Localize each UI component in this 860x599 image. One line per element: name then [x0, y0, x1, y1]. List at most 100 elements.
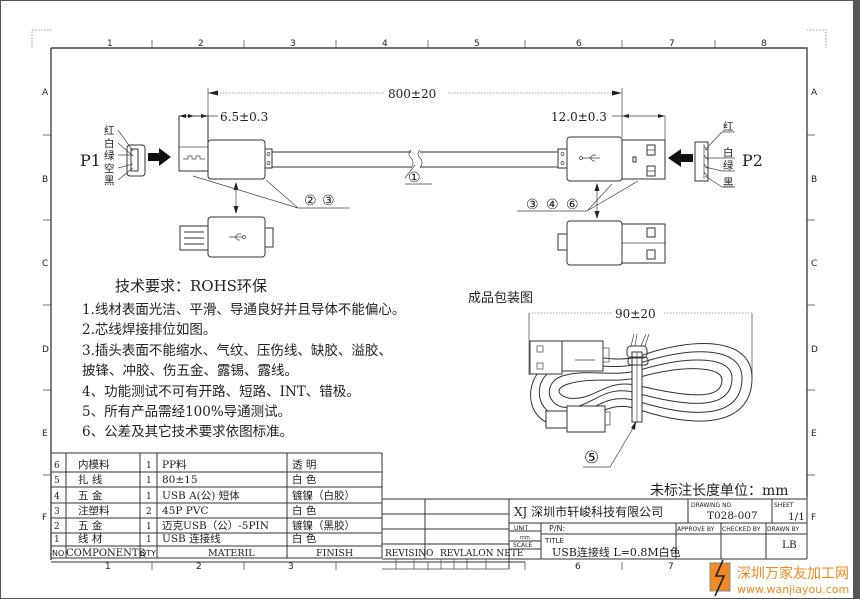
svg-text:黑: 黑: [723, 177, 734, 189]
micro-usb-plug-top-view: [179, 216, 274, 258]
svg-text:C: C: [42, 259, 48, 269]
bom-no: 2: [54, 522, 60, 532]
bom-no: 3: [54, 507, 60, 517]
svg-text:800±20: 800±20: [388, 87, 436, 101]
bom-finish: 白 色: [292, 532, 317, 545]
drawing-title: USB连接线 L=0.8M白色: [552, 545, 681, 559]
svg-text:TITLE: TITLE: [544, 537, 564, 545]
svg-text:8: 8: [761, 39, 767, 49]
svg-text:技术要求：ROHS环保: 技术要求：ROHS环保: [115, 277, 267, 295]
unit-note: 未标注长度单位：mm: [650, 483, 789, 499]
watermark-logo: 深圳万家友加工网 www.wanjiayou.com: [709, 559, 849, 597]
svg-text:D: D: [811, 345, 818, 355]
bom-component: 内模料: [78, 458, 110, 471]
bom-component: 注塑料: [78, 504, 110, 517]
svg-text:6、公差及其它技术要求依图标准。: 6、公差及其它技术要求依图标准。: [82, 423, 293, 440]
bom-qty: 1: [146, 522, 152, 532]
bom-qty: 1: [146, 476, 152, 486]
svg-text:A: A: [811, 88, 818, 98]
bom-header: NO COMPONENTS QTY MATERIL FINISH: [52, 548, 353, 559]
svg-text:③: ③: [526, 197, 539, 213]
viewer-scrollbar[interactable]: [853, 0, 860, 599]
usb-a-plug-balloons: ③ ④ ⑥: [517, 180, 639, 213]
svg-text:B: B: [42, 175, 48, 185]
svg-text:绿: 绿: [723, 159, 734, 172]
svg-text:F: F: [811, 513, 816, 523]
package-title: 成品包装图: [468, 291, 533, 306]
micro-end-dimension: 6.5±0.3: [179, 110, 268, 124]
svg-text:E: E: [811, 429, 817, 439]
svg-text:7: 7: [669, 39, 675, 49]
svg-text:深圳万家友加工网: 深圳万家友加工网: [737, 565, 849, 582]
svg-text:UNIT: UNIT: [514, 525, 529, 532]
svg-text:6: 6: [576, 39, 582, 49]
usb-symbol-icon: [229, 233, 243, 241]
svg-text:白: 白: [104, 137, 115, 150]
package-usb-a-plug: [529, 340, 610, 375]
bom-qty: 1: [146, 492, 152, 502]
svg-text:NO: NO: [52, 549, 64, 558]
svg-text:空: 空: [104, 162, 115, 175]
bom-material: USB A(公) 短体: [162, 489, 240, 502]
svg-text:MATERIL: MATERIL: [208, 548, 255, 559]
row-labels-right: A B C D E F: [811, 88, 818, 523]
svg-text:QTY: QTY: [140, 549, 156, 558]
svg-text:REVISINO: REVISINO: [385, 549, 433, 559]
tech-requirements: 技术要求：ROHS环保 1.线材表面光洁、平滑、导通良好并且导体不能偏心。 2.…: [82, 277, 405, 440]
svg-text:SHEET: SHEET: [774, 502, 794, 509]
svg-text:SCALE: SCALE: [513, 542, 532, 549]
p1-connector: P1 红 白 绿 空 黑: [80, 124, 171, 187]
bom-material: PP料: [162, 458, 187, 471]
column-labels-bottom: 1 2 3 6 7: [105, 562, 674, 572]
svg-text:www.wanjiayou.com: www.wanjiayou.com: [737, 583, 849, 596]
cable: ①: [272, 149, 558, 186]
bom-component: 五 金: [78, 519, 103, 532]
p2-connector: 红 白 绿 黑 P2: [668, 120, 763, 189]
bom-no: 6: [54, 461, 60, 471]
svg-text:②: ②: [304, 193, 317, 209]
svg-text:P2: P2: [742, 151, 763, 170]
svg-text:红: 红: [104, 124, 115, 137]
column-labels-top: 1 2 3 4 5 6 7 8: [107, 39, 767, 49]
bom-no: 1: [54, 535, 60, 545]
arrow-left-icon: [668, 149, 693, 167]
svg-text:7: 7: [668, 562, 674, 572]
svg-text:2.芯线焊接排位如图。: 2.芯线焊接排位如图。: [82, 321, 216, 338]
bom-qty: 1: [146, 535, 152, 545]
bom-no: 5: [54, 476, 60, 486]
svg-text:白: 白: [723, 146, 734, 159]
usb-a-plug-side-view: [557, 136, 666, 182]
revision-block: REVISINO REVLALON NETE: [382, 498, 525, 570]
svg-text:DRAWING NO.: DRAWING NO.: [691, 502, 733, 509]
company-name: XJ 深圳市轩峻科技有限公司: [514, 504, 663, 519]
bom-qty: 2: [146, 507, 152, 517]
svg-text:B: B: [811, 175, 817, 185]
svg-text:F: F: [42, 513, 47, 523]
svg-text:2: 2: [196, 562, 202, 572]
svg-text:5: 5: [474, 39, 480, 49]
svg-text:COMPONENTS: COMPONENTS: [66, 548, 145, 559]
bom-component: 线 材: [78, 532, 103, 545]
usb-a-end-dimension: 12.0±0.3: [551, 110, 666, 140]
tie-balloon: ⑤: [583, 421, 637, 468]
svg-text:12.0±0.3: 12.0±0.3: [551, 110, 607, 124]
svg-text:3.插头表面不能缩水、气纹、压伤线、缺胶、溢胶、: 3.插头表面不能缩水、气纹、压伤线、缺胶、溢胶、: [82, 342, 392, 359]
svg-text:LB: LB: [782, 539, 797, 551]
svg-text:90±20: 90±20: [615, 307, 656, 321]
svg-text:4、功能测试不可有开路、短路、INT、错极。: 4、功能测试不可有开路、短路、INT、错极。: [82, 384, 360, 400]
bom-component: 扎 线: [78, 473, 103, 486]
usb-symbol-icon: [582, 154, 600, 162]
bom-table: [51, 452, 383, 559]
package-width-dimension: 90±20: [528, 307, 753, 380]
svg-text:绿: 绿: [104, 149, 115, 162]
svg-text:P/N:: P/N:: [549, 524, 565, 533]
svg-text:FINISH: FINISH: [316, 548, 353, 559]
svg-text:⑤: ⑤: [584, 448, 599, 468]
svg-text:④: ④: [546, 197, 559, 213]
bom-material: 80±15: [162, 474, 198, 486]
svg-text:6.5±0.3: 6.5±0.3: [220, 110, 268, 124]
